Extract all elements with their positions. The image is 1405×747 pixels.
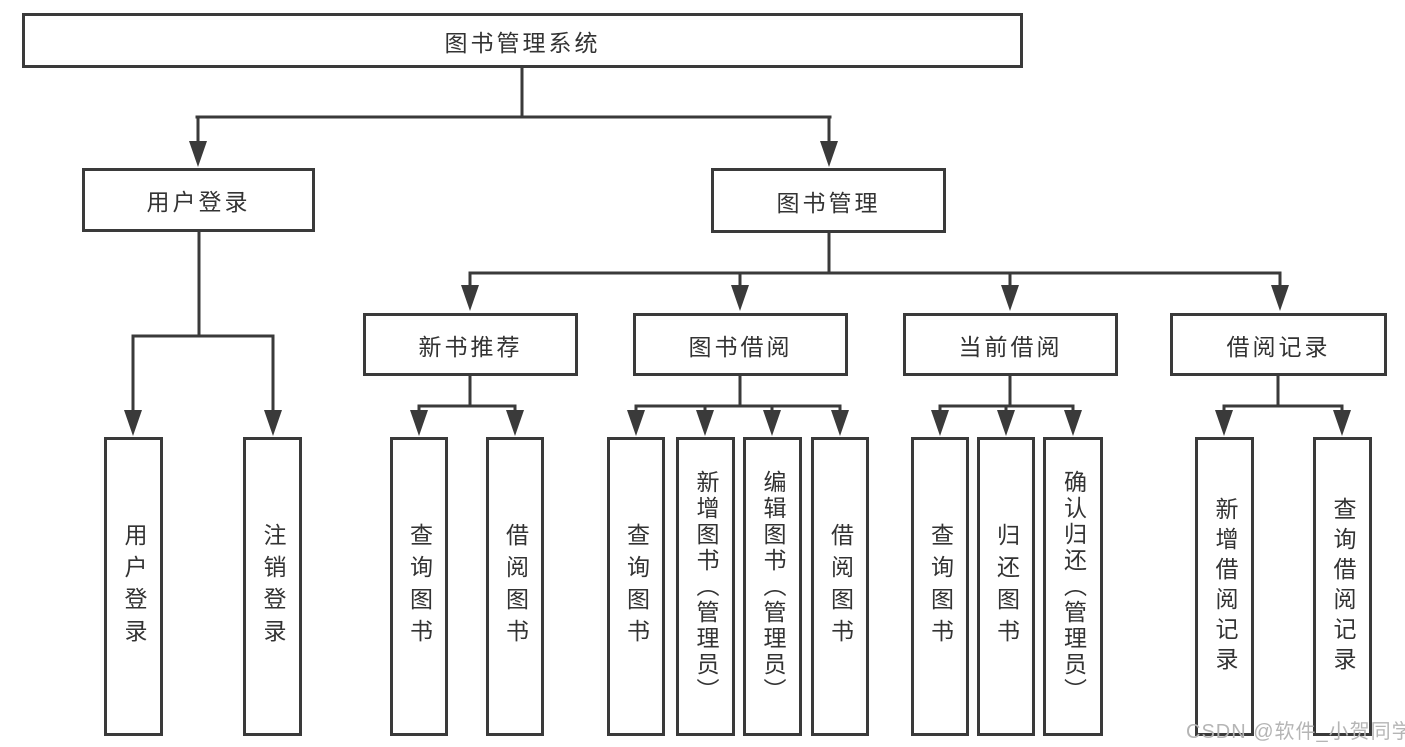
node-book-management: 图书管理 (711, 168, 946, 233)
node-new-book-recommend-label: 新书推荐 (418, 333, 523, 360)
leaf-confirm-return-admin: 确认归还（管理员） (1043, 437, 1103, 736)
leaf-query-books-current: 查询图书 (911, 437, 969, 736)
leaf-confirm-return-admin-label: 确认归还（管理员） (1060, 469, 1087, 704)
leaf-add-borrow-record-label: 新增借阅记录 (1212, 496, 1238, 677)
node-borrow-records-label: 借阅记录 (1226, 333, 1331, 360)
leaf-logout: 注销登录 (243, 437, 302, 736)
leaf-query-books-recommend-label: 查询图书 (406, 522, 433, 651)
node-book-borrowing-label: 图书借阅 (688, 333, 793, 360)
leaf-query-borrow-record-label: 查询借阅记录 (1330, 496, 1356, 677)
leaf-return-book-label: 归还图书 (993, 522, 1020, 651)
leaf-add-book-admin: 新增图书（管理员） (676, 437, 735, 736)
leaf-add-borrow-record: 新增借阅记录 (1195, 437, 1254, 736)
leaf-query-borrow-record: 查询借阅记录 (1313, 437, 1372, 736)
node-new-book-recommend: 新书推荐 (363, 313, 578, 376)
leaf-logout-label: 注销登录 (260, 522, 286, 651)
node-current-borrowing-label: 当前借阅 (958, 333, 1063, 360)
node-current-borrowing: 当前借阅 (903, 313, 1118, 376)
leaf-edit-book-admin: 编辑图书（管理员） (743, 437, 802, 736)
leaf-edit-book-admin-label: 编辑图书（管理员） (760, 469, 786, 704)
leaf-borrow-books-borrowing-label: 借阅图书 (827, 522, 854, 651)
leaf-query-books-current-label: 查询图书 (927, 522, 954, 651)
node-root-library-system: 图书管理系统 (22, 13, 1023, 68)
node-book-management-label: 图书管理 (776, 189, 881, 216)
node-borrow-records: 借阅记录 (1170, 313, 1387, 376)
leaf-user-login-label: 用户登录 (121, 522, 147, 651)
csdn-watermark: CSDN @软件_小贺同学 (1186, 721, 1405, 743)
node-user-login-label: 用户登录 (146, 189, 251, 215)
leaf-query-books-recommend: 查询图书 (390, 437, 448, 736)
leaf-query-books-borrowing: 查询图书 (607, 437, 665, 736)
leaf-add-book-admin-label: 新增图书（管理员） (693, 469, 719, 704)
leaf-query-books-borrowing-label: 查询图书 (623, 522, 650, 651)
leaf-user-login: 用户登录 (104, 437, 163, 736)
leaf-borrow-books-borrowing: 借阅图书 (811, 437, 869, 736)
node-user-login: 用户登录 (82, 168, 315, 232)
leaf-borrow-books-recommend-label: 借阅图书 (502, 522, 529, 651)
node-root-label: 图书管理系统 (444, 29, 601, 56)
leaf-borrow-books-recommend: 借阅图书 (486, 437, 544, 736)
node-book-borrowing: 图书借阅 (633, 313, 848, 376)
leaf-return-book: 归还图书 (977, 437, 1035, 736)
